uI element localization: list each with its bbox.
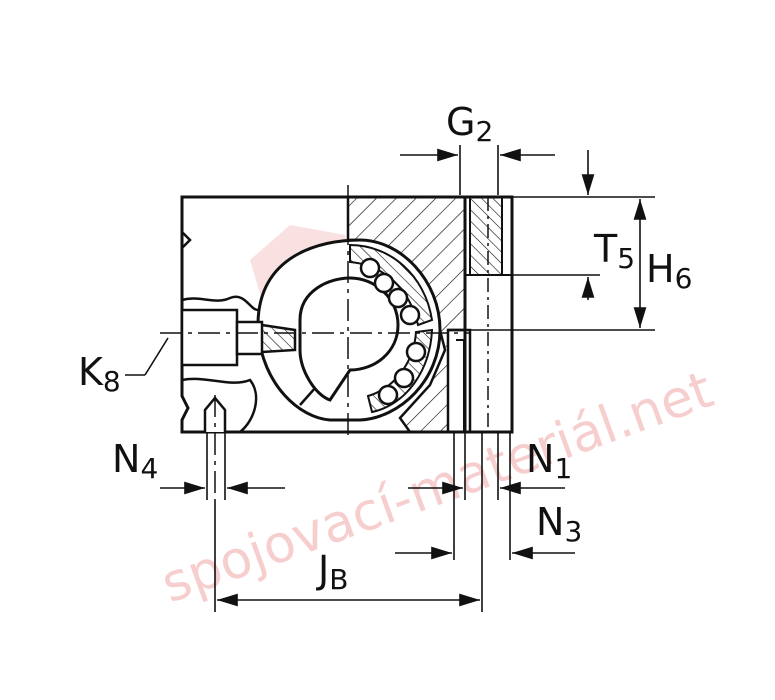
- label-g2: G2: [446, 100, 493, 148]
- label-jb: JB: [316, 548, 348, 596]
- dimension-lines: [125, 145, 655, 612]
- label-h6: H6: [646, 247, 692, 295]
- label-n4: N4: [112, 437, 158, 485]
- bearing-cavity: [256, 238, 442, 422]
- bearing-balls: [359, 257, 427, 406]
- label-n3: N3: [536, 500, 582, 548]
- dimension-labels: G2 T5 H6 K8 N4 N1 N3 JB: [78, 100, 692, 596]
- label-t5: T5: [593, 227, 635, 275]
- label-k8: K8: [78, 350, 121, 398]
- inner-bore: [298, 276, 400, 402]
- center-lines: [160, 185, 470, 500]
- label-n1: N1: [526, 437, 572, 485]
- housing-body: [180, 195, 514, 434]
